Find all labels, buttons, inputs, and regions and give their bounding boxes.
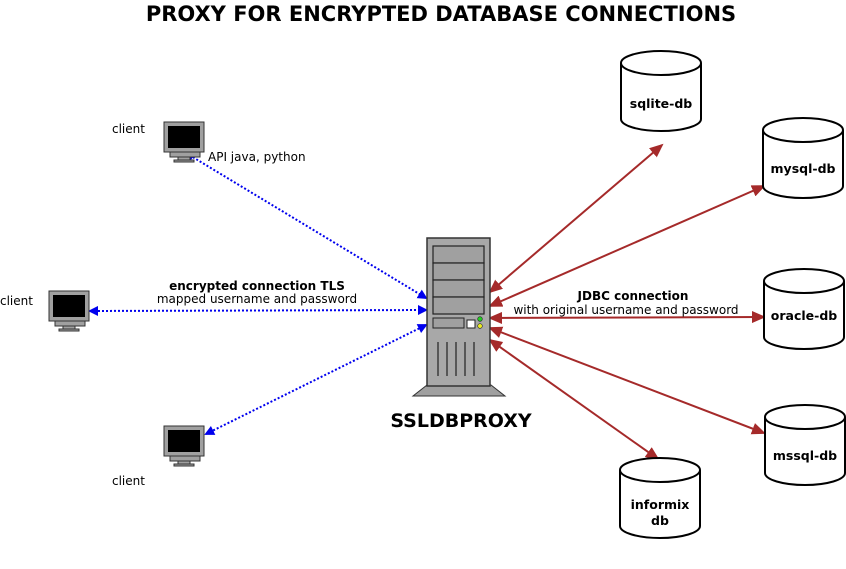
proxy-label: SSLDBPROXY	[390, 410, 532, 432]
client-link-top	[184, 151, 428, 300]
client-top: client	[112, 121, 205, 163]
database-label: informix	[631, 497, 690, 512]
original-credentials-label: with original username and password	[513, 303, 738, 317]
database-label: mssql-db	[773, 448, 837, 463]
api-label: API java, python	[208, 150, 306, 164]
client-middle: client	[0, 290, 90, 332]
database-label: sqlite-db	[630, 96, 693, 111]
database-mssql: mssql-db	[764, 404, 846, 486]
database-icon	[762, 117, 844, 199]
jdbc-label: JDBC connection	[577, 289, 689, 303]
client-links	[88, 151, 428, 435]
db-link-oracle	[488, 311, 766, 324]
monitor-icon	[48, 290, 90, 332]
client-label: client	[112, 474, 145, 488]
database-sqlite: sqlite-db	[620, 50, 702, 132]
database-label: mysql-db	[771, 161, 836, 176]
database-label: db	[651, 513, 669, 528]
db-link-mysql	[488, 185, 766, 307]
server-tower-icon	[411, 237, 507, 397]
client-bottom: client	[112, 425, 205, 488]
monitor-icon	[163, 425, 205, 467]
database-label: oracle-db	[771, 308, 837, 323]
db-links	[488, 143, 766, 461]
database-oracle: oracle-db	[763, 268, 845, 350]
client-link-middle	[88, 305, 428, 316]
diagram-title: PROXY FOR ENCRYPTED DATABASE CONNECTIONS	[146, 2, 736, 26]
db-link-informix	[488, 338, 660, 461]
database-icon	[764, 404, 846, 486]
mapped-credentials-label: mapped username and password	[157, 292, 357, 306]
db-link-sqlite	[488, 143, 664, 294]
database-mysql: mysql-db	[762, 117, 844, 199]
database-icon	[620, 50, 702, 132]
client-label: client	[0, 294, 33, 308]
client-label: client	[112, 122, 145, 136]
database-informix: informix db	[619, 457, 701, 539]
monitor-icon	[163, 121, 205, 163]
tls-label: encrypted connection TLS	[169, 279, 345, 293]
client-link-bottom	[204, 324, 428, 435]
